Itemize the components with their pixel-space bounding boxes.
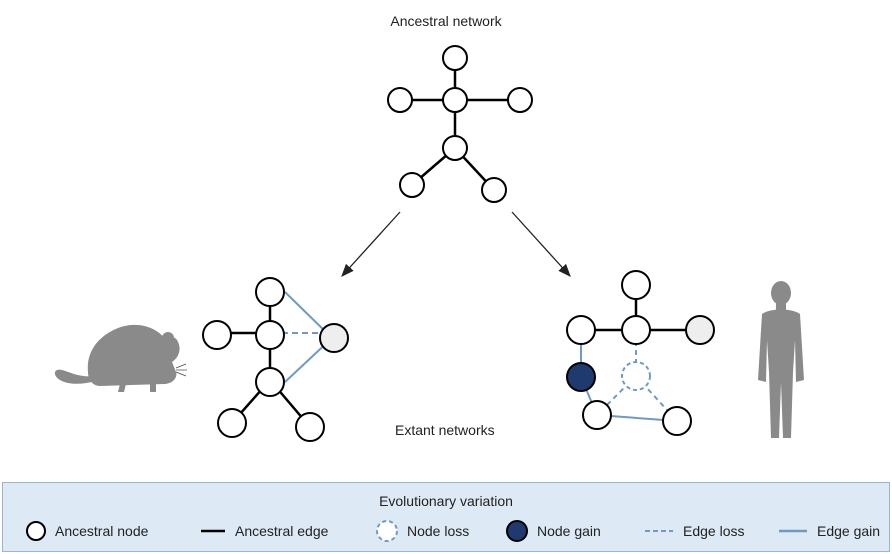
edge-gain-icon: [779, 529, 807, 533]
arrow-right: [511, 211, 571, 277]
legend: Evolutionary variation Ancestral node An…: [2, 482, 890, 552]
node-gain-icon: [506, 520, 528, 542]
human-silhouette-icon: [758, 281, 804, 438]
ancestral-node: [662, 406, 692, 436]
ancestral-node: [442, 87, 468, 113]
legend-label: Node loss: [407, 523, 470, 539]
ancestral-node: [582, 400, 612, 430]
node-loss: [621, 361, 651, 391]
ancestral-node: [217, 408, 247, 438]
ancestral-node: [255, 277, 285, 307]
legend-item-edge-loss: Edge loss: [643, 520, 744, 542]
legend-label: Edge gain: [817, 523, 881, 539]
ancestral-node: [481, 177, 507, 203]
ancestral-node: [255, 367, 285, 397]
ancestral-node: [566, 315, 596, 345]
legend-label: Node gain: [537, 523, 601, 539]
node-loss-icon: [376, 520, 398, 542]
human-network: [566, 270, 715, 436]
legend-item-ancestral-node: Ancestral node: [25, 520, 148, 542]
ancestral-network-nodes: [387, 45, 533, 203]
ancestral-node: [507, 87, 533, 113]
node-gain: [566, 362, 596, 392]
legend-item-node-loss: Node loss: [375, 520, 469, 542]
legend-label: Ancestral node: [55, 523, 149, 539]
legend-label: Edge loss: [683, 523, 745, 539]
ancestral-node: [255, 320, 285, 350]
ancestral-node: [295, 412, 325, 442]
ancestral-node: [621, 315, 651, 345]
legend-label: Ancestral edge: [235, 523, 329, 539]
ancestral-node: [442, 45, 468, 71]
ancestral-network-title: Ancestral network: [390, 13, 502, 29]
ancestral-node: [442, 135, 468, 161]
ancestral-node: [621, 270, 651, 300]
ancestral-node: [202, 320, 232, 350]
legend-item-edge-gain: Edge gain: [777, 520, 880, 542]
ancestral-node: [399, 172, 425, 198]
node-gray: [319, 323, 349, 353]
ancestral-edge-icon: [201, 529, 225, 533]
legend-item-ancestral-edge: Ancestral edge: [199, 520, 328, 542]
arrow-left: [341, 211, 401, 277]
edge-loss-icon: [645, 530, 673, 532]
mouse-network: [202, 277, 349, 442]
ancestral-node: [387, 87, 413, 113]
legend-item-node-gain: Node gain: [505, 520, 601, 542]
legend-title: Evolutionary variation: [379, 493, 513, 509]
ancestral-node-icon: [26, 521, 46, 541]
ancestral-network: [400, 58, 520, 191]
mouse-silhouette-icon: [54, 324, 187, 392]
node-gray: [685, 315, 715, 345]
extant-networks-label: Extant networks: [395, 422, 495, 438]
